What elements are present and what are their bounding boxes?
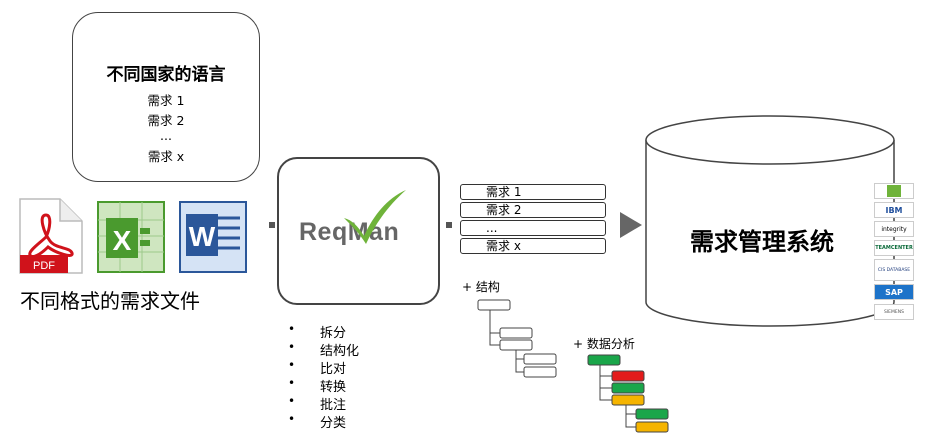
requirement-row: 需求 2	[460, 202, 606, 218]
checkmark-icon	[344, 190, 406, 244]
analysis-tree	[587, 354, 669, 433]
language-item: ...	[160, 128, 172, 143]
structure-tree	[477, 299, 557, 378]
integration-logo-siemens: SIEMENS	[874, 304, 914, 320]
system-title: 需求管理系统	[690, 228, 834, 256]
integration-logo-integrity: integrity	[874, 221, 914, 237]
excel-file-icon: X	[97, 201, 165, 273]
files-label: 不同格式的需求文件	[20, 289, 200, 313]
svg-text:W: W	[189, 221, 216, 252]
pdf-file-icon: PDF	[19, 198, 83, 274]
integration-logo-cis-database: CIS DATABASE	[874, 259, 914, 281]
structure-label: + 结构	[462, 280, 500, 294]
requirement-row: ...	[460, 220, 606, 236]
arrow-right-icon	[620, 212, 642, 238]
word-file-icon: W	[179, 201, 247, 273]
languages-box	[72, 12, 260, 182]
language-item: 需求 x	[147, 149, 185, 164]
integration-logo-ibm: IBM	[874, 202, 914, 218]
languages-title: 不同国家的语言	[106, 65, 226, 85]
integration-logo-sap: SAP	[874, 284, 914, 300]
database-cylinder	[645, 115, 895, 327]
integration-logo-icon	[874, 183, 914, 199]
integration-logo-teamcenter: TEAMCENTER	[874, 240, 914, 256]
connector-dot	[269, 222, 275, 228]
requirement-row: 需求 x	[460, 238, 606, 254]
svg-text:X: X	[113, 225, 132, 256]
requirement-row: 需求 1	[460, 184, 606, 200]
connector-dot	[446, 222, 452, 228]
language-item: 需求 2	[147, 113, 185, 128]
analysis-label: + 数据分析	[573, 337, 635, 351]
language-item: 需求 1	[147, 93, 185, 108]
pdf-label: PDF	[33, 260, 55, 272]
